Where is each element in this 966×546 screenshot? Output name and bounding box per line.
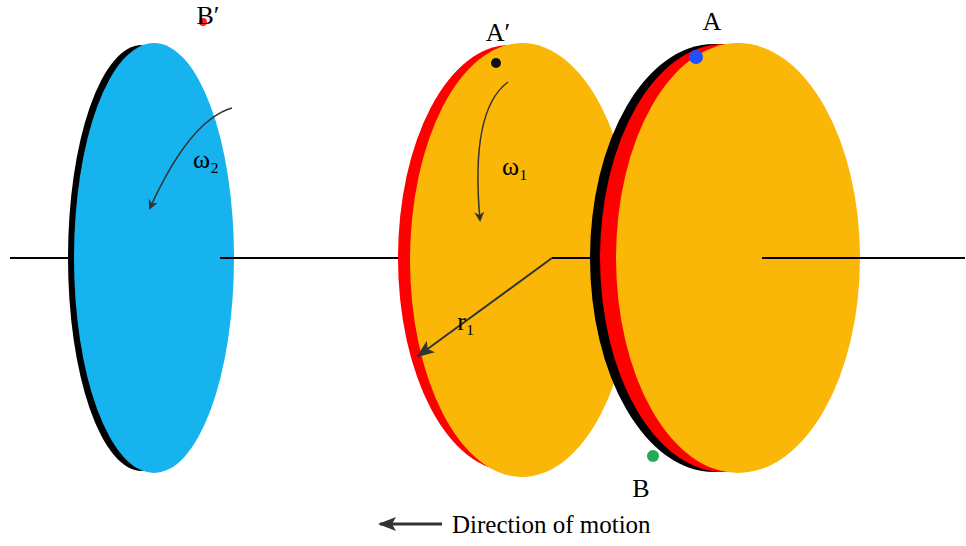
angular-velocity-label: ω₁ (502, 154, 528, 180)
point-label: B (632, 476, 649, 502)
direction-label: Direction of motion (452, 512, 651, 537)
angular-velocity-label: ω₂ (193, 147, 219, 173)
point-label: A (703, 9, 722, 35)
point-label: A′ (486, 20, 510, 46)
radius-label: r₁ (457, 309, 475, 335)
point-label: B′ (196, 3, 219, 29)
